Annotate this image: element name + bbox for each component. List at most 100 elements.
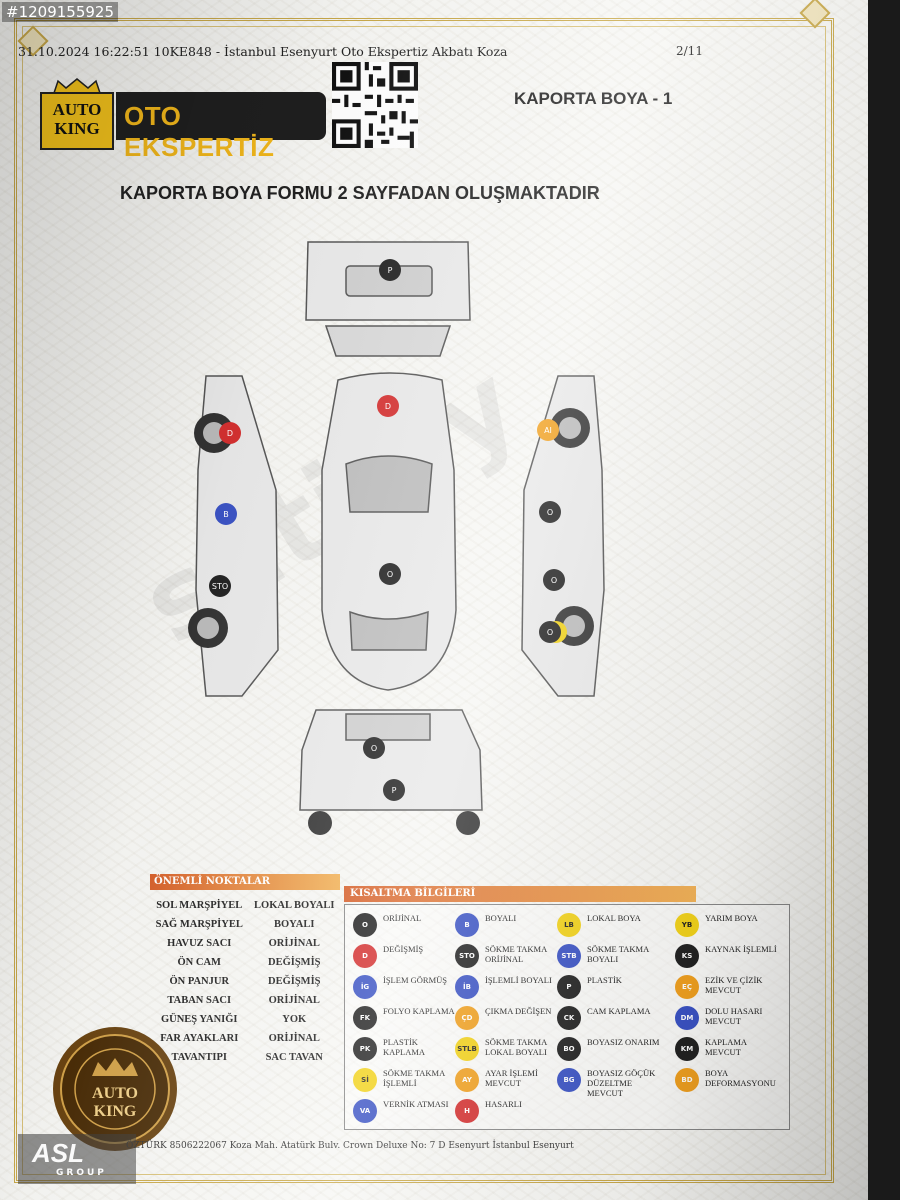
- legend-dot: P: [557, 975, 581, 999]
- image-id-watermark: #1209155925: [2, 2, 119, 22]
- legend-dot: H: [455, 1099, 479, 1123]
- legend-dot: KM: [675, 1037, 699, 1061]
- legend-label: BOYASIZ ONARIM: [587, 1037, 660, 1047]
- damage-marker: [379, 259, 401, 281]
- legend-dot: B: [455, 913, 479, 937]
- asl-brand: ASL: [32, 1138, 84, 1168]
- legend-label: SÖKME TAKMA LOKAL BOYALI: [485, 1037, 547, 1057]
- important-points-row: TABAN SACI ORİJİNAL: [150, 991, 340, 1010]
- footer-address: ÖZTÜRK 8506222067 Koza Mah. Atatürk Bulv…: [126, 1141, 574, 1151]
- damage-marker: [543, 569, 565, 591]
- part-status: DEĞİŞMİŞ: [267, 957, 321, 968]
- autoking-logo: AUTO KING OTO EKSPERTİZ: [40, 78, 328, 162]
- legend-dot: STLB: [455, 1037, 479, 1061]
- legend-dot: DM: [675, 1006, 699, 1030]
- damage-marker-label: O: [547, 628, 553, 637]
- part-name: GÜNEŞ YANIĞI: [160, 1014, 238, 1025]
- legend-label: PLASTİK: [587, 975, 622, 985]
- form-title: KAPORTA BOYA FORMU 2 SAYFADAN OLUŞMAKTAD…: [120, 183, 600, 203]
- legend-dot: PK: [353, 1037, 377, 1061]
- autoking-seal: AUTO KING: [53, 1027, 177, 1151]
- part-name: ÖN CAM: [177, 957, 221, 968]
- legend-dot: D: [353, 944, 377, 968]
- part-status: LOKAL BOYALI: [254, 900, 335, 911]
- damage-marker-label: D: [227, 429, 233, 438]
- legend-label: SÖKME TAKMA BOYALI: [587, 944, 649, 964]
- document-page: satisfy 31.10.2024 16:22:51 10KE848 - İs…: [0, 0, 868, 1200]
- section-title: KAPORTA BOYA - 1: [514, 89, 673, 108]
- legend-label: BOYA DEFORMASYONU: [705, 1068, 776, 1088]
- legend-dot: O: [353, 913, 377, 937]
- logo-box: AUTO KING: [40, 92, 114, 150]
- qr-code: [332, 62, 418, 148]
- legend-dot: AY: [455, 1068, 479, 1092]
- legend-label: İŞLEM GÖRMÜŞ: [383, 975, 447, 985]
- abbreviations-title: KISALTMA BİLGİLERİ: [344, 886, 696, 902]
- page-number: 2/11: [676, 44, 703, 58]
- damage-marker-label: B: [223, 510, 229, 519]
- part-name: TABAN SACI: [167, 995, 232, 1006]
- legend-dot: BO: [557, 1037, 581, 1061]
- legend-label: SÖKME TAKMA İŞLEMLİ: [383, 1068, 445, 1088]
- legend-dot: ÇD: [455, 1006, 479, 1030]
- damage-marker-label: D: [385, 402, 391, 411]
- damage-marker: [219, 422, 241, 444]
- important-points-row: SOL MARŞPİYEL LOKAL BOYALI: [150, 896, 340, 915]
- part-status: YOK: [282, 1014, 307, 1025]
- important-points-title: ÖNEMLİ NOKTALAR: [150, 874, 340, 890]
- part-status: ORİJİNAL: [268, 995, 320, 1006]
- part-status: SAC TAVAN: [265, 1052, 323, 1063]
- seal-line1: AUTO: [92, 1085, 138, 1102]
- legend-label: KAYNAK İŞLEMLİ: [705, 944, 777, 954]
- damage-marker-label: O: [547, 508, 553, 517]
- damage-marker-label: P: [388, 266, 393, 275]
- legend-dot: VA: [353, 1099, 377, 1123]
- part-status: DEĞİŞMİŞ: [267, 976, 321, 987]
- legend-item: P PLASTİK: [549, 973, 659, 999]
- part-name: ÖN PANJUR: [169, 976, 230, 987]
- legend-label: AYAR İŞLEMİ MEVCUT: [485, 1068, 538, 1088]
- part-name: SOL MARŞPİYEL: [156, 900, 243, 911]
- legend-label: HASARLI: [485, 1099, 522, 1109]
- legend-label: DEĞİŞMİŞ: [383, 944, 424, 954]
- damage-marker-label: STO: [212, 582, 228, 591]
- legend-label: VERNİK ATMASI: [383, 1099, 449, 1109]
- damage-marker: [215, 503, 237, 525]
- legend-label: YARIM BOYA: [705, 913, 758, 923]
- legend-item: FK FOLYO KAPLAMA: [345, 1004, 455, 1030]
- damage-marker: [379, 563, 401, 585]
- legend-label: CAM KAPLAMA: [587, 1006, 651, 1016]
- important-points-row: ÖN PANJUR DEĞİŞMİŞ: [150, 972, 340, 991]
- legend-dot: FK: [353, 1006, 377, 1030]
- crown-icon: [52, 78, 102, 94]
- damage-marker: [377, 395, 399, 417]
- legend-label: FOLYO KAPLAMA: [383, 1006, 455, 1016]
- legend-item: AY AYAR İŞLEMİ MEVCUT: [447, 1066, 557, 1092]
- damage-marker: [539, 621, 561, 643]
- damage-marker-label: P: [392, 786, 397, 795]
- logo-bar: OTO EKSPERTİZ: [116, 92, 326, 162]
- logo-brand: OTO EKSPERTİZ: [124, 101, 275, 162]
- important-points: ÖNEMLİ NOKTALAR SOL MARŞPİYEL LOKAL BOYAL…: [150, 874, 340, 1067]
- part-status: ORİJİNAL: [268, 938, 320, 949]
- damage-marker-label: O: [551, 576, 557, 585]
- damage-marker-label: AI: [544, 426, 552, 435]
- car-top-view: [321, 372, 457, 691]
